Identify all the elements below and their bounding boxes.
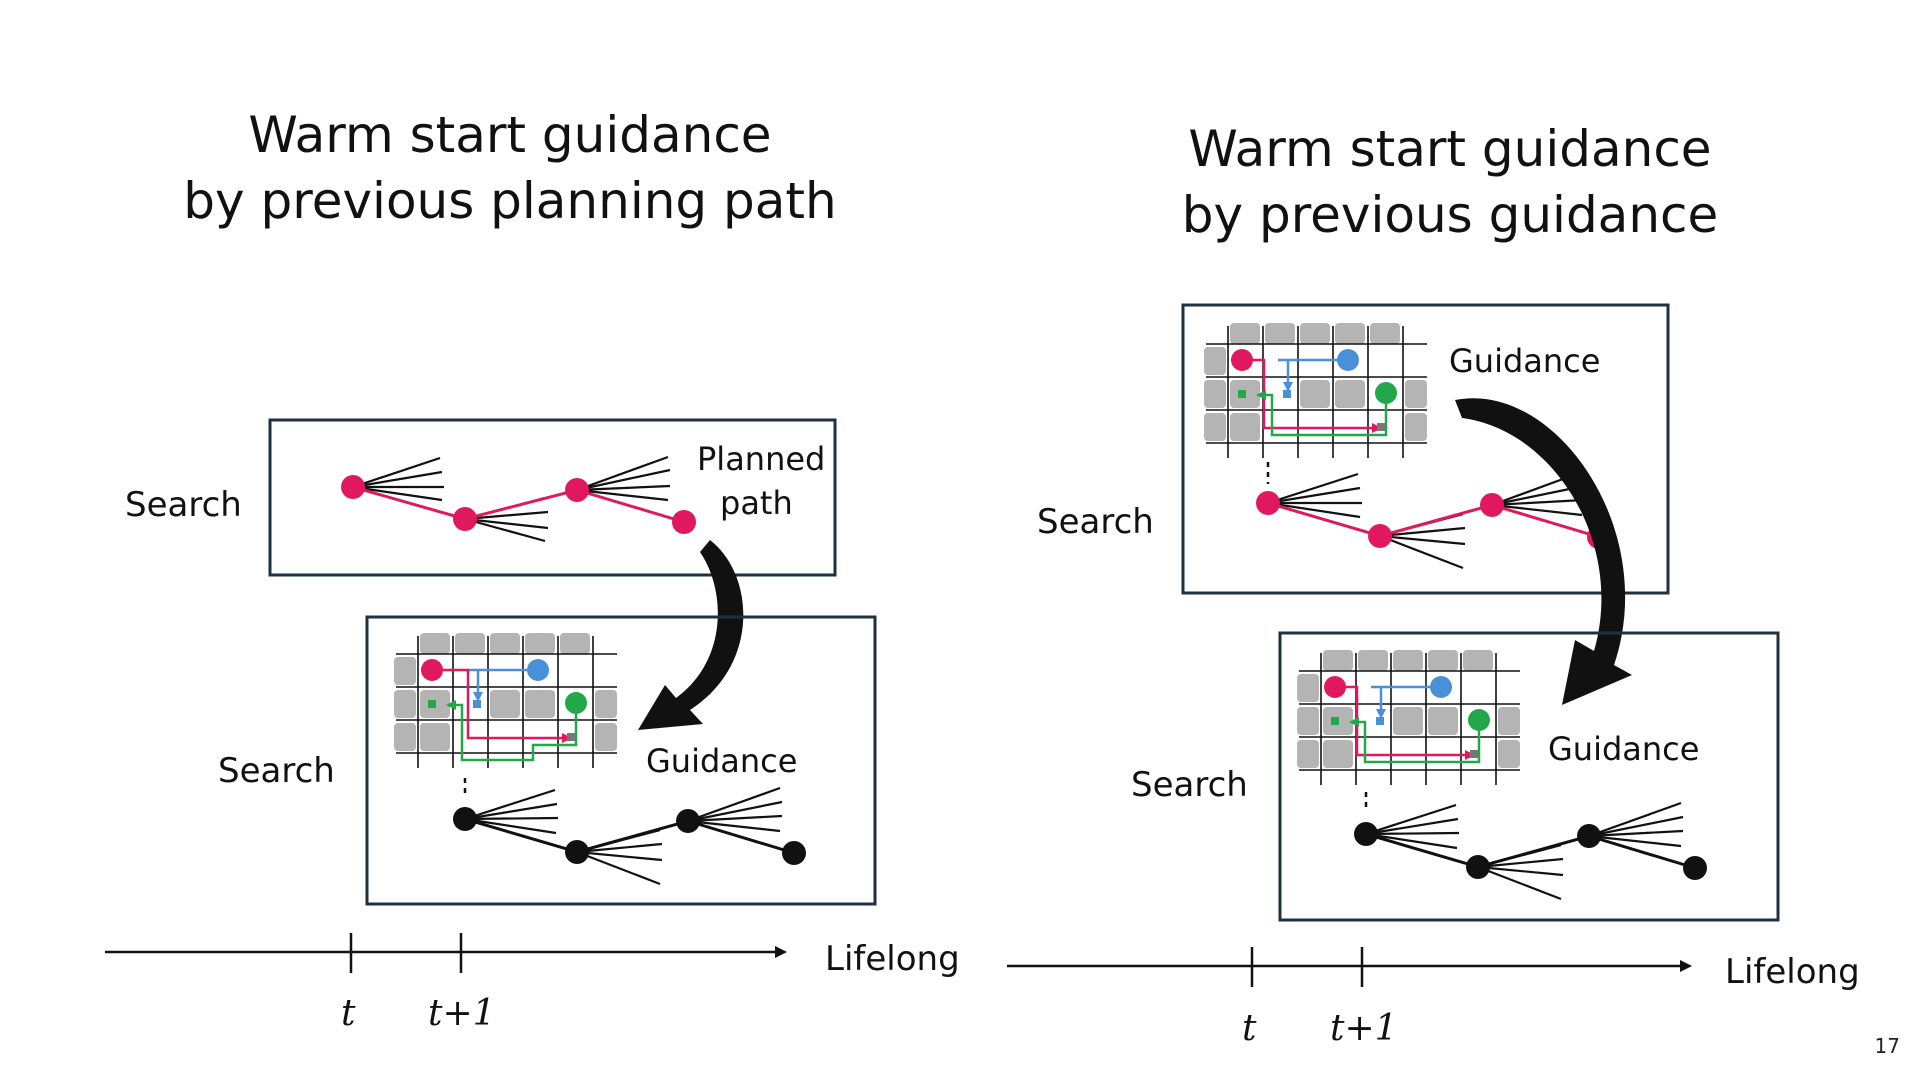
left-node-magenta — [565, 478, 589, 502]
right-black-search-tree — [1365, 801, 1696, 901]
left-planned-label-1: Planned — [697, 440, 825, 478]
left-node-black — [453, 807, 477, 831]
left-node-magenta — [341, 475, 365, 499]
left-lifelong-label: Lifelong — [825, 939, 960, 979]
right-node-black — [1354, 822, 1378, 846]
right-node-black — [1683, 856, 1707, 880]
left-agent-magenta — [421, 659, 443, 681]
left-agent-green — [565, 692, 587, 714]
left-node-magenta — [453, 507, 477, 531]
left-title-line2: by previous planning path — [183, 172, 837, 230]
left-tick-t1-label: t+1 — [428, 993, 496, 1034]
right-bottom-agent-blue — [1430, 676, 1452, 698]
right-top-agent-blue — [1337, 349, 1359, 371]
left-title-line1: Warm start guidance — [248, 106, 772, 164]
right-magenta-path — [1267, 501, 1600, 539]
right-curved-arrow — [1455, 398, 1632, 705]
right-node-magenta — [1480, 493, 1504, 517]
right-tick-t1-label: t+1 — [1330, 1008, 1398, 1049]
left-search-label-top: Search — [125, 485, 242, 525]
right-bottom-agent-green — [1468, 709, 1490, 731]
left-agent-blue — [527, 659, 549, 681]
left-search-box-bottom — [365, 615, 877, 906]
left-panel: Search Planned path Search — [105, 418, 960, 1034]
right-top-agent-green — [1375, 382, 1397, 404]
page-number: 17 — [1874, 1034, 1900, 1058]
left-title: Warm start guidance by previous planning… — [160, 102, 860, 234]
left-node-black — [676, 809, 700, 833]
right-node-magenta — [1256, 491, 1280, 515]
left-node-magenta — [672, 510, 696, 534]
right-guidance-grid-top — [1204, 323, 1427, 484]
right-bottom-agent-magenta — [1324, 676, 1346, 698]
right-node-black — [1466, 855, 1490, 879]
left-tick-t-label: t — [341, 993, 356, 1034]
right-guidance-grid-bottom — [1297, 650, 1520, 812]
right-guidance-label-bottom: Guidance — [1548, 730, 1699, 768]
left-planned-label-2: path — [720, 484, 793, 522]
right-search-box-bottom — [1278, 631, 1780, 922]
right-panel: Search Guidance — [1007, 303, 1860, 1049]
left-node-black — [782, 841, 806, 865]
left-black-search-tree — [464, 786, 795, 886]
left-guidance-label: Guidance — [646, 742, 797, 780]
left-magenta-search-tree — [352, 455, 671, 543]
right-tick-t-label: t — [1242, 1008, 1257, 1049]
left-guidance-grid — [394, 633, 617, 796]
right-title-line2: by previous guidance — [1181, 186, 1719, 244]
right-magenta-search-tree — [1267, 470, 1585, 570]
right-search-label-top: Search — [1037, 502, 1154, 542]
right-title: Warm start guidance by previous guidance — [1100, 116, 1800, 248]
right-search-box-top — [1181, 303, 1670, 595]
right-node-black — [1577, 824, 1601, 848]
right-search-label-bottom: Search — [1131, 765, 1248, 805]
right-lifelong-label: Lifelong — [1725, 952, 1860, 992]
right-guidance-label-top: Guidance — [1449, 342, 1600, 380]
right-node-magenta — [1368, 524, 1392, 548]
left-planned-path — [352, 485, 685, 524]
right-title-line1: Warm start guidance — [1188, 120, 1712, 178]
left-search-box-top — [268, 418, 837, 577]
right-top-agent-magenta — [1231, 349, 1253, 371]
left-node-black — [565, 840, 589, 864]
left-search-label-bottom: Search — [218, 751, 335, 791]
left-curved-arrow — [638, 540, 744, 730]
